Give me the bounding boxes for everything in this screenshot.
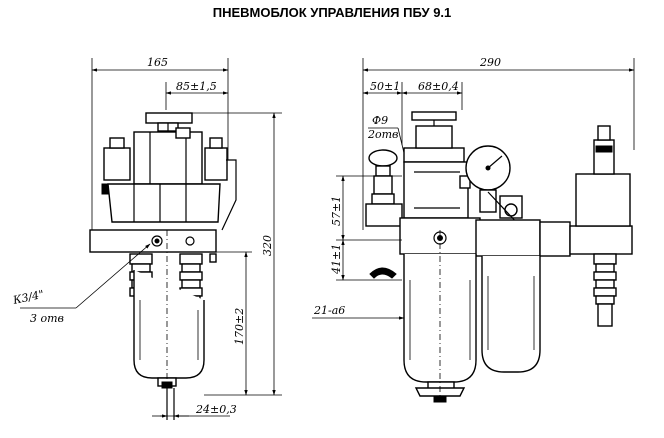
dim-label-57: 57±1 xyxy=(330,196,343,226)
dim-label-68: 68±0,4 xyxy=(418,80,459,93)
dim-label-50: 50±1 xyxy=(370,80,400,93)
left-view: 165 85±1,5 xyxy=(11,56,282,420)
right-view: 290 50±1 68±0,4 Ф9 2отв xyxy=(312,56,635,403)
right-main-body xyxy=(403,161,469,219)
thread-leader xyxy=(75,243,151,309)
left-body-mid xyxy=(107,183,221,223)
right-handwheel xyxy=(411,111,457,121)
manifold xyxy=(475,219,541,257)
thread-label: К3/4" xyxy=(11,288,45,307)
drawing-title: ПНЕВМОБЛОК УПРАВЛЕНИЯ ПБУ 9.1 xyxy=(212,5,452,20)
holes-label: 3 отв xyxy=(30,312,64,325)
far-right-valve xyxy=(575,173,631,227)
dim-label-85: 85±1,5 xyxy=(176,80,217,93)
lubricator-bowl xyxy=(481,256,541,373)
right-top-housing xyxy=(403,147,465,163)
dim-label-320: 320 xyxy=(261,235,274,256)
left-bracket xyxy=(221,159,237,231)
left-solenoid-right xyxy=(204,147,228,181)
left-solenoid-left xyxy=(103,147,131,181)
dim-label-41: 41±1 xyxy=(330,244,343,275)
dim-label-170: 170±2 xyxy=(233,308,246,345)
dim-label-24: 24±0,3 xyxy=(195,403,237,416)
left-solenoid-center xyxy=(133,131,203,185)
dim-label-290: 290 xyxy=(479,56,501,69)
thread-small-label: 21-а6 xyxy=(313,304,345,317)
handwheel-top xyxy=(145,112,193,124)
dim-label-165: 165 xyxy=(147,56,168,69)
hole-dia-label: Ф9 xyxy=(372,114,388,127)
hole-count-label: 2отв xyxy=(367,128,398,141)
regulator-knob xyxy=(368,149,398,167)
left-base-plate xyxy=(89,229,217,253)
